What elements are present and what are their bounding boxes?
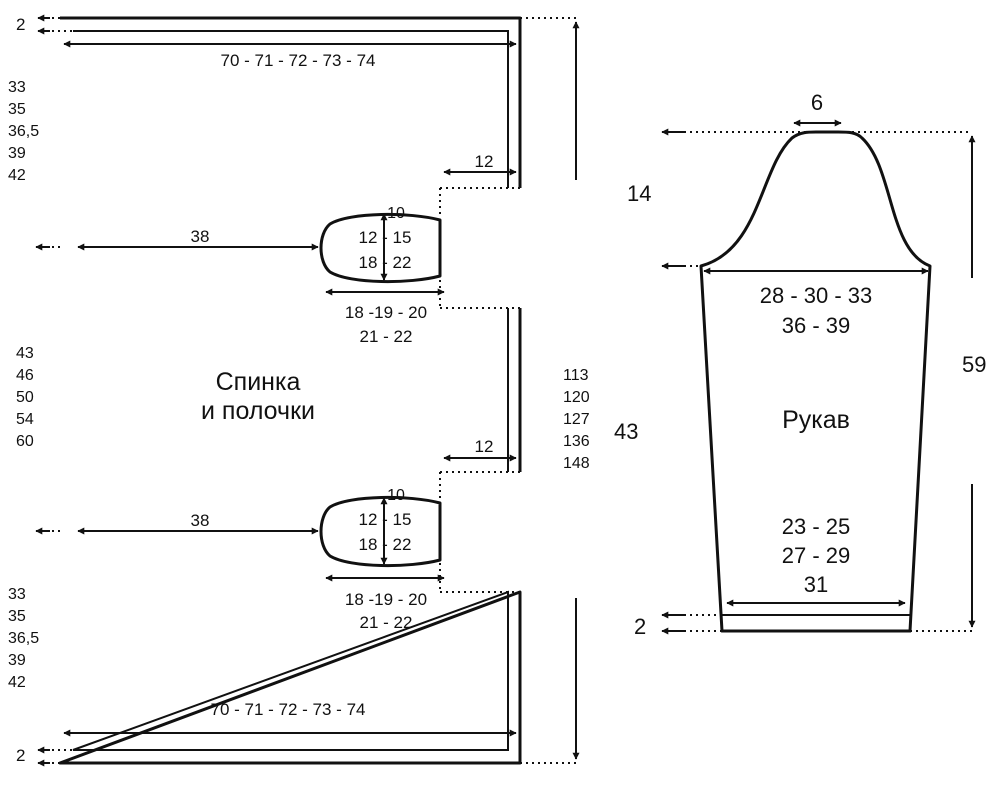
middle-height-4: 60 [16, 433, 34, 450]
total-height-1: 120 [563, 389, 590, 406]
cap-width-label-line1: 28 - 30 - 33 [760, 283, 873, 308]
body-panel-title-line1: Спинка [216, 368, 301, 396]
shoulder-height-top-4: 42 [8, 167, 26, 184]
armhole-center-label-upper: 38 [191, 227, 210, 246]
hem-label-bottom: 2 [16, 746, 25, 765]
cuff-width-label: 31 [804, 572, 828, 597]
cuff-label-line1: 23 - 25 [782, 514, 851, 539]
shoulder-height-bottom-list: 33 35 36,5 39 42 [8, 586, 39, 691]
armhole-lower: 12 38 10 12 - 15 18 - 22 18 -19 - 20 21 … [77, 437, 520, 632]
total-height-0: 113 [563, 367, 589, 384]
total-height-3: 136 [563, 433, 590, 450]
body-inner-outline [72, 30, 509, 751]
pocket-top-label-upper: 10 [387, 205, 405, 222]
shoulder-height-bottom-0: 33 [8, 586, 26, 603]
total-height-2: 127 [563, 411, 590, 428]
shoulder-height-bottom-4: 42 [8, 674, 26, 691]
pocket-width-label2-upper: 21 - 22 [360, 327, 413, 346]
shoulder-height-bottom-1: 35 [8, 608, 26, 625]
shoulder-step-label-lower: 12 [475, 437, 494, 456]
shoulder-height-top-list: 33 35 36,5 39 42 [8, 79, 39, 184]
pocket-inner-label-lower: 12 - 15 [359, 510, 412, 529]
middle-height-list: 43 46 50 54 60 [16, 345, 34, 450]
sleeve-hem-label: 2 [634, 614, 646, 639]
body-panel: 70 - 71 - 72 - 73 - 74 70 - 71 - 72 - 73… [8, 14, 651, 767]
sleeve-title: Рукав [782, 406, 850, 434]
shoulder-height-top-0: 33 [8, 79, 26, 96]
middle-height-2: 50 [16, 389, 34, 406]
middle-height-0: 43 [16, 345, 34, 362]
armhole-upper: 12 38 10 12 - 15 18 - 22 18 -19 - 20 21 … [77, 152, 520, 346]
pocket-width-label1-lower: 18 -19 - 20 [345, 590, 427, 609]
pocket-top-label-lower: 10 [387, 487, 405, 504]
top-width-label: 70 - 71 - 72 - 73 - 74 [221, 51, 376, 70]
hem-label-top: 2 [16, 15, 25, 34]
pocket-inner-label-upper: 12 - 15 [359, 228, 412, 247]
shoulder-height-top-1: 35 [8, 101, 26, 118]
pocket-lower-label-upper: 18 - 22 [359, 253, 412, 272]
cuff-label-line2: 27 - 29 [782, 543, 851, 568]
shoulder-step-label-upper: 12 [475, 152, 494, 171]
sleeve-outline [699, 130, 932, 633]
armhole-center-label-lower: 38 [191, 511, 210, 530]
armhole-depth-label: 14 [627, 181, 651, 206]
shoulder-height-bottom-3: 39 [8, 652, 26, 669]
total-height-list: 113 120 127 136 148 [563, 367, 590, 472]
sleeve-length-label: 59 [962, 352, 986, 377]
cap-width-label-line2: 36 - 39 [782, 313, 851, 338]
cap-top-label: 6 [811, 90, 823, 115]
total-height-4: 148 [563, 455, 590, 472]
middle-gap-label: 43 [614, 419, 638, 444]
pocket-width-label1-upper: 18 -19 - 20 [345, 303, 427, 322]
pocket-width-label2-lower: 21 - 22 [360, 613, 413, 632]
middle-height-1: 46 [16, 367, 34, 384]
body-panel-title-line2: и полочки [201, 397, 315, 425]
sleeve: 6 28 - 30 - 33 36 - 39 Рукав 23 - 25 27 … [634, 90, 986, 639]
bottom-width-label: 70 - 71 - 72 - 73 - 74 [211, 700, 366, 719]
shoulder-height-bottom-2: 36,5 [8, 630, 39, 647]
shoulder-height-top-3: 39 [8, 145, 26, 162]
middle-height-3: 54 [16, 411, 34, 428]
shoulder-height-top-2: 36,5 [8, 123, 39, 140]
armhole-lower-shape [319, 495, 442, 568]
pocket-lower-label-lower: 18 - 22 [359, 535, 412, 554]
